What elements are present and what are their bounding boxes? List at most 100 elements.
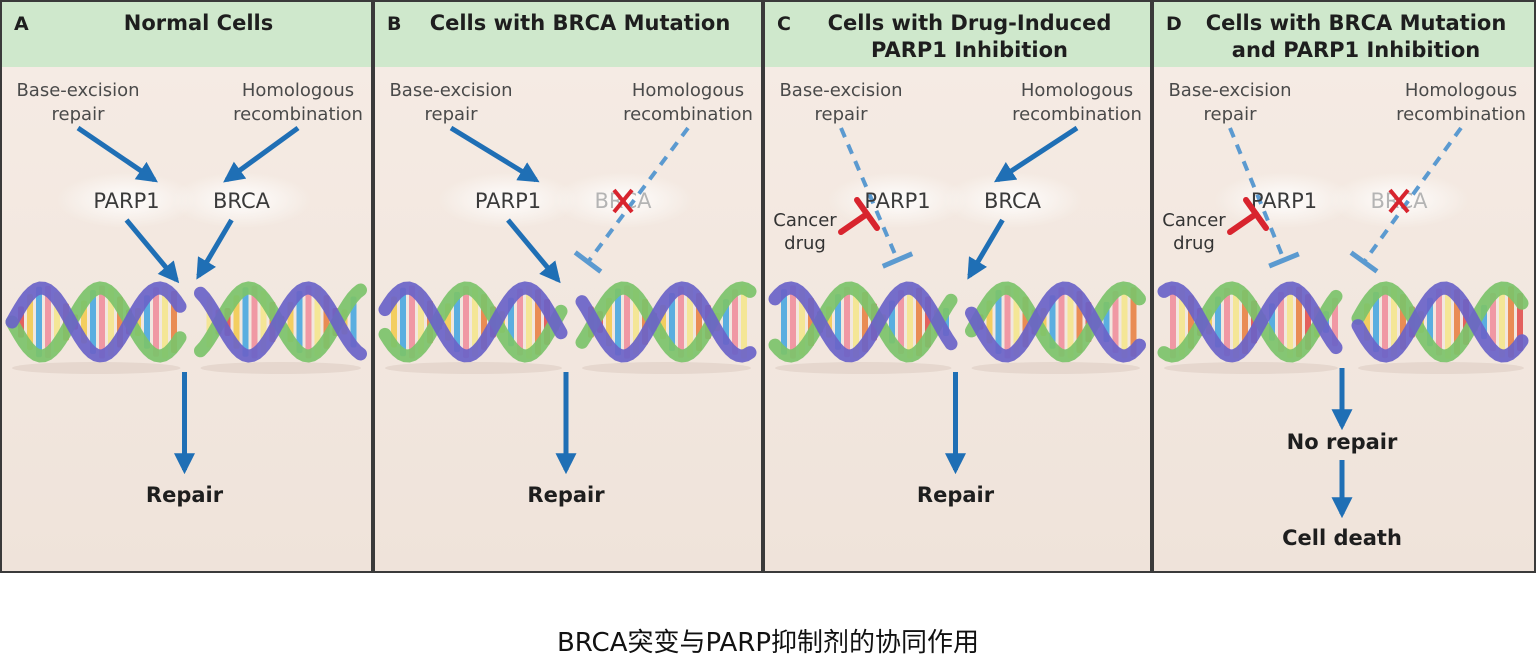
panel-letter: A <box>14 13 29 35</box>
dna-strand-purple <box>1157 281 1343 363</box>
base-pair <box>844 286 850 358</box>
inhibitor-bar-icon <box>854 197 880 231</box>
panel-title-line: Cells with Drug-Induced <box>828 11 1112 35</box>
base-pair <box>790 285 796 359</box>
dna-strand-green <box>768 281 958 363</box>
dna-strand-purple <box>1351 281 1529 363</box>
base-pair <box>1287 285 1293 359</box>
homologous-arrow-upper <box>223 125 300 183</box>
base-pair <box>687 286 693 358</box>
dna-shadow <box>12 362 181 374</box>
outcome-label: Repair <box>146 483 224 507</box>
homologous-label: recombination <box>1396 104 1526 125</box>
base-pair <box>99 285 105 359</box>
dna-shadow <box>200 362 361 374</box>
outcome-label: Cell death <box>1282 526 1402 550</box>
dna-strand-green <box>5 281 187 363</box>
homologous-label: Homologous <box>1021 80 1133 101</box>
base-pair <box>1382 285 1388 359</box>
base-pair <box>907 285 913 359</box>
base-pair <box>1004 285 1011 359</box>
base-pair <box>517 288 523 356</box>
parp1-glow <box>1214 172 1354 228</box>
parp1-glow <box>56 172 197 228</box>
base-pair <box>669 292 675 352</box>
base-pair <box>1490 292 1496 352</box>
base-pair <box>463 285 469 359</box>
parp1-to-dna-arrow <box>506 218 561 284</box>
base-pair <box>36 286 42 358</box>
dna-shadow <box>775 362 952 374</box>
base-pair <box>400 287 406 357</box>
panel-header <box>764 1 1151 67</box>
dna-strand-green <box>575 281 757 363</box>
figure-caption: BRCA突变与PARP抑制剂的协同作用 <box>556 628 980 658</box>
base-excision-arrow-upper <box>76 125 158 183</box>
dna-strand-purple <box>194 281 367 363</box>
base-pair <box>153 287 159 357</box>
base-pair <box>1121 285 1128 359</box>
parp1-label: PARP1 <box>864 189 930 213</box>
cancer-drug-label: Cancer <box>1162 210 1226 231</box>
dna-shadow <box>385 362 562 374</box>
base-pair <box>242 287 249 357</box>
panel-title-line: Cells with BRCA Mutation <box>1206 11 1507 35</box>
base-pair <box>1170 285 1176 359</box>
panel-title-line: Cells with BRCA Mutation <box>430 11 731 35</box>
brca-blocked-line <box>586 126 690 264</box>
dna-shadow <box>1164 362 1338 374</box>
base-excision-label: Base-excision <box>779 80 902 101</box>
base-pair <box>1373 291 1379 353</box>
dna-shadow <box>971 362 1140 374</box>
panel-header <box>1 1 372 67</box>
parp1-glow <box>438 172 578 228</box>
base-pair <box>678 286 684 358</box>
parp1-to-dna-arrow <box>124 218 180 284</box>
panel-title-line: and PARP1 Inhibition <box>1232 38 1480 62</box>
base-pair <box>409 285 415 359</box>
inhibitor-icon <box>838 211 870 235</box>
homologous-label: Homologous <box>242 80 354 101</box>
brca-blocked-line-bar <box>573 250 603 274</box>
cancer-drug-label: drug <box>784 233 826 254</box>
panel-header <box>374 1 762 67</box>
base-pair <box>1391 286 1397 358</box>
panel-letter: D <box>1166 13 1182 35</box>
brca-to-dna-arrow <box>967 218 1005 280</box>
base-excision-label: repair <box>52 104 106 125</box>
outcome-label: Repair <box>527 483 605 507</box>
parp1-blocked-line <box>1228 127 1286 261</box>
panel-background <box>374 1 762 572</box>
base-pair <box>162 285 168 359</box>
panel-letter: B <box>387 13 401 35</box>
base-pair <box>90 290 96 354</box>
panel-background <box>764 1 1151 572</box>
brca-label: BRCA <box>984 189 1042 213</box>
base-pair <box>251 285 258 359</box>
parp1-blocked-line <box>839 127 900 261</box>
base-pair <box>454 291 460 353</box>
dna-shadow <box>1358 362 1524 374</box>
panel-frame <box>1152 0 1536 573</box>
dna-strand-purple <box>965 281 1146 363</box>
base-pair <box>1296 286 1302 358</box>
brca-to-dna-arrow <box>196 218 234 280</box>
base-pair <box>27 294 33 350</box>
base-pair <box>1179 287 1185 357</box>
panel-title-line: PARP1 Inhibition <box>871 38 1068 62</box>
base-pair <box>624 285 630 359</box>
base-pair <box>1049 295 1056 349</box>
base-pair <box>898 290 904 354</box>
inhibitor-icon <box>1227 211 1259 235</box>
homologous-label: recombination <box>1012 104 1142 125</box>
base-pair <box>45 285 51 359</box>
base-pair <box>615 288 621 356</box>
base-pair <box>1067 285 1074 359</box>
base-excision-label: Base-excision <box>389 80 512 101</box>
base-pair <box>1278 291 1284 353</box>
homologous-label: Homologous <box>632 80 744 101</box>
base-pair <box>314 287 321 357</box>
base-pair <box>1436 288 1442 356</box>
